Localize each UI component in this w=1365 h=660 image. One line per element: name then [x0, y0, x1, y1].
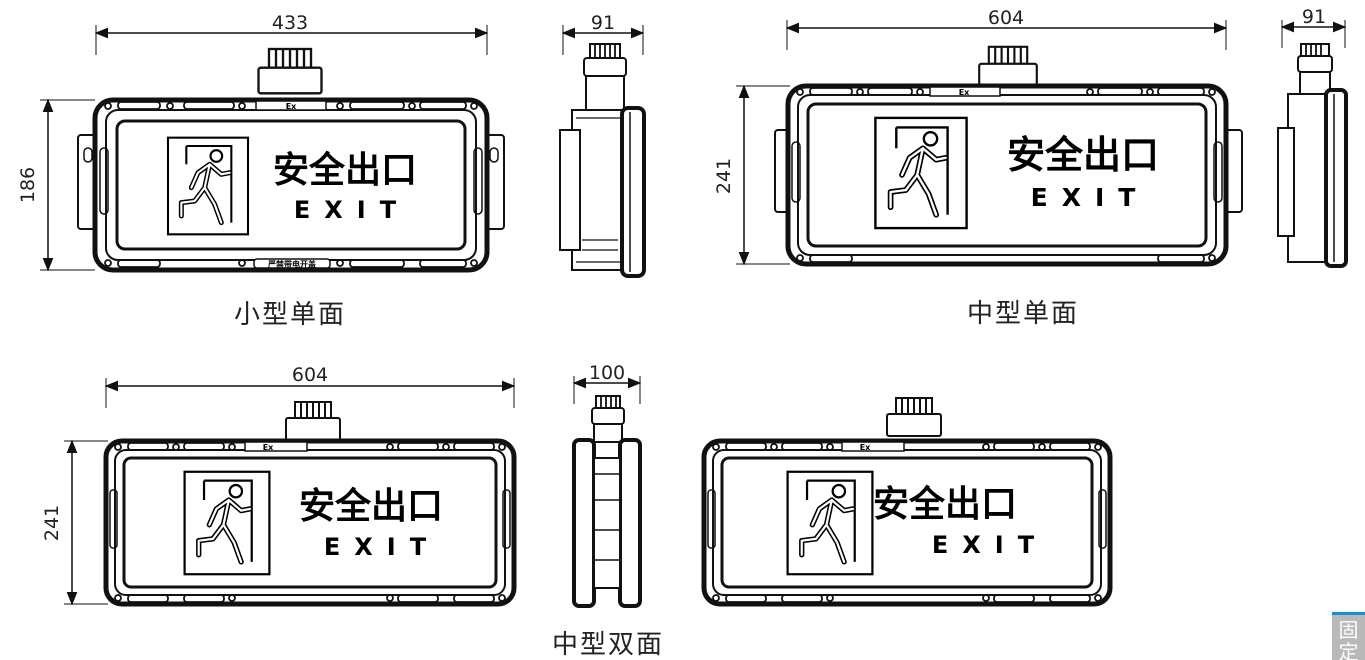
medium-double-height-label: 241 — [41, 505, 63, 541]
medium-double-side-view: 100 — [572, 362, 642, 608]
medium-single-sign-en: EXIT — [1031, 183, 1150, 212]
small-single-sign-en: EXIT — [294, 196, 410, 224]
medium-single-side-view: 91 — [1277, 6, 1348, 268]
caption-medium-single: 中型单面 — [967, 299, 1079, 329]
small-single-sign-cn: 安全出口 — [273, 149, 417, 191]
small-single-ex-mark: Ex — [286, 102, 297, 111]
medium-single-sign-cn: 安全出口 — [1007, 133, 1159, 177]
medium-double-rear-ex-mark: Ex — [860, 443, 871, 452]
medium-double-rear-sign-en: EXIT — [932, 531, 1048, 559]
caption-medium-double: 中型双面 — [552, 630, 664, 660]
medium-single-side-label: 91 — [1302, 6, 1326, 28]
medium-double-rear-view: Ex 安全出口 EXIT — [701, 396, 1113, 607]
medium-single-width-label: 604 — [988, 7, 1024, 29]
medium-single-height-label: 241 — [713, 158, 735, 194]
medium-double-rear-sign-cn: 安全出口 — [873, 483, 1017, 525]
small-single-warning-label: 严禁带电开盖 — [267, 259, 316, 269]
medium-double-sign-en: EXIT — [324, 533, 440, 561]
medium-double-side-label: 100 — [589, 362, 625, 384]
caption-small-single: 小型单面 — [234, 300, 346, 330]
medium-double-sign-cn: 安全出口 — [299, 485, 443, 527]
medium-single-front-view: 604 241 Ex 安全出口 EXIT — [713, 7, 1243, 267]
small-single-side-view: 91 — [559, 12, 646, 278]
medium-double-width-label: 604 — [292, 364, 328, 386]
medium-double-ex-mark: Ex — [263, 443, 274, 452]
small-single-front-view: 433 186 Ex 严禁带电开盖 — [17, 12, 505, 273]
medium-double-front-view: 604 241 Ex 安全出口 EXIT — [41, 364, 517, 607]
small-single-side-label: 91 — [591, 12, 615, 34]
small-single-width-label: 433 — [272, 12, 308, 34]
side-tab[interactable]: 固定 — [1332, 612, 1365, 660]
medium-single-ex-mark: Ex — [959, 88, 970, 97]
small-single-height-label: 186 — [17, 167, 39, 203]
